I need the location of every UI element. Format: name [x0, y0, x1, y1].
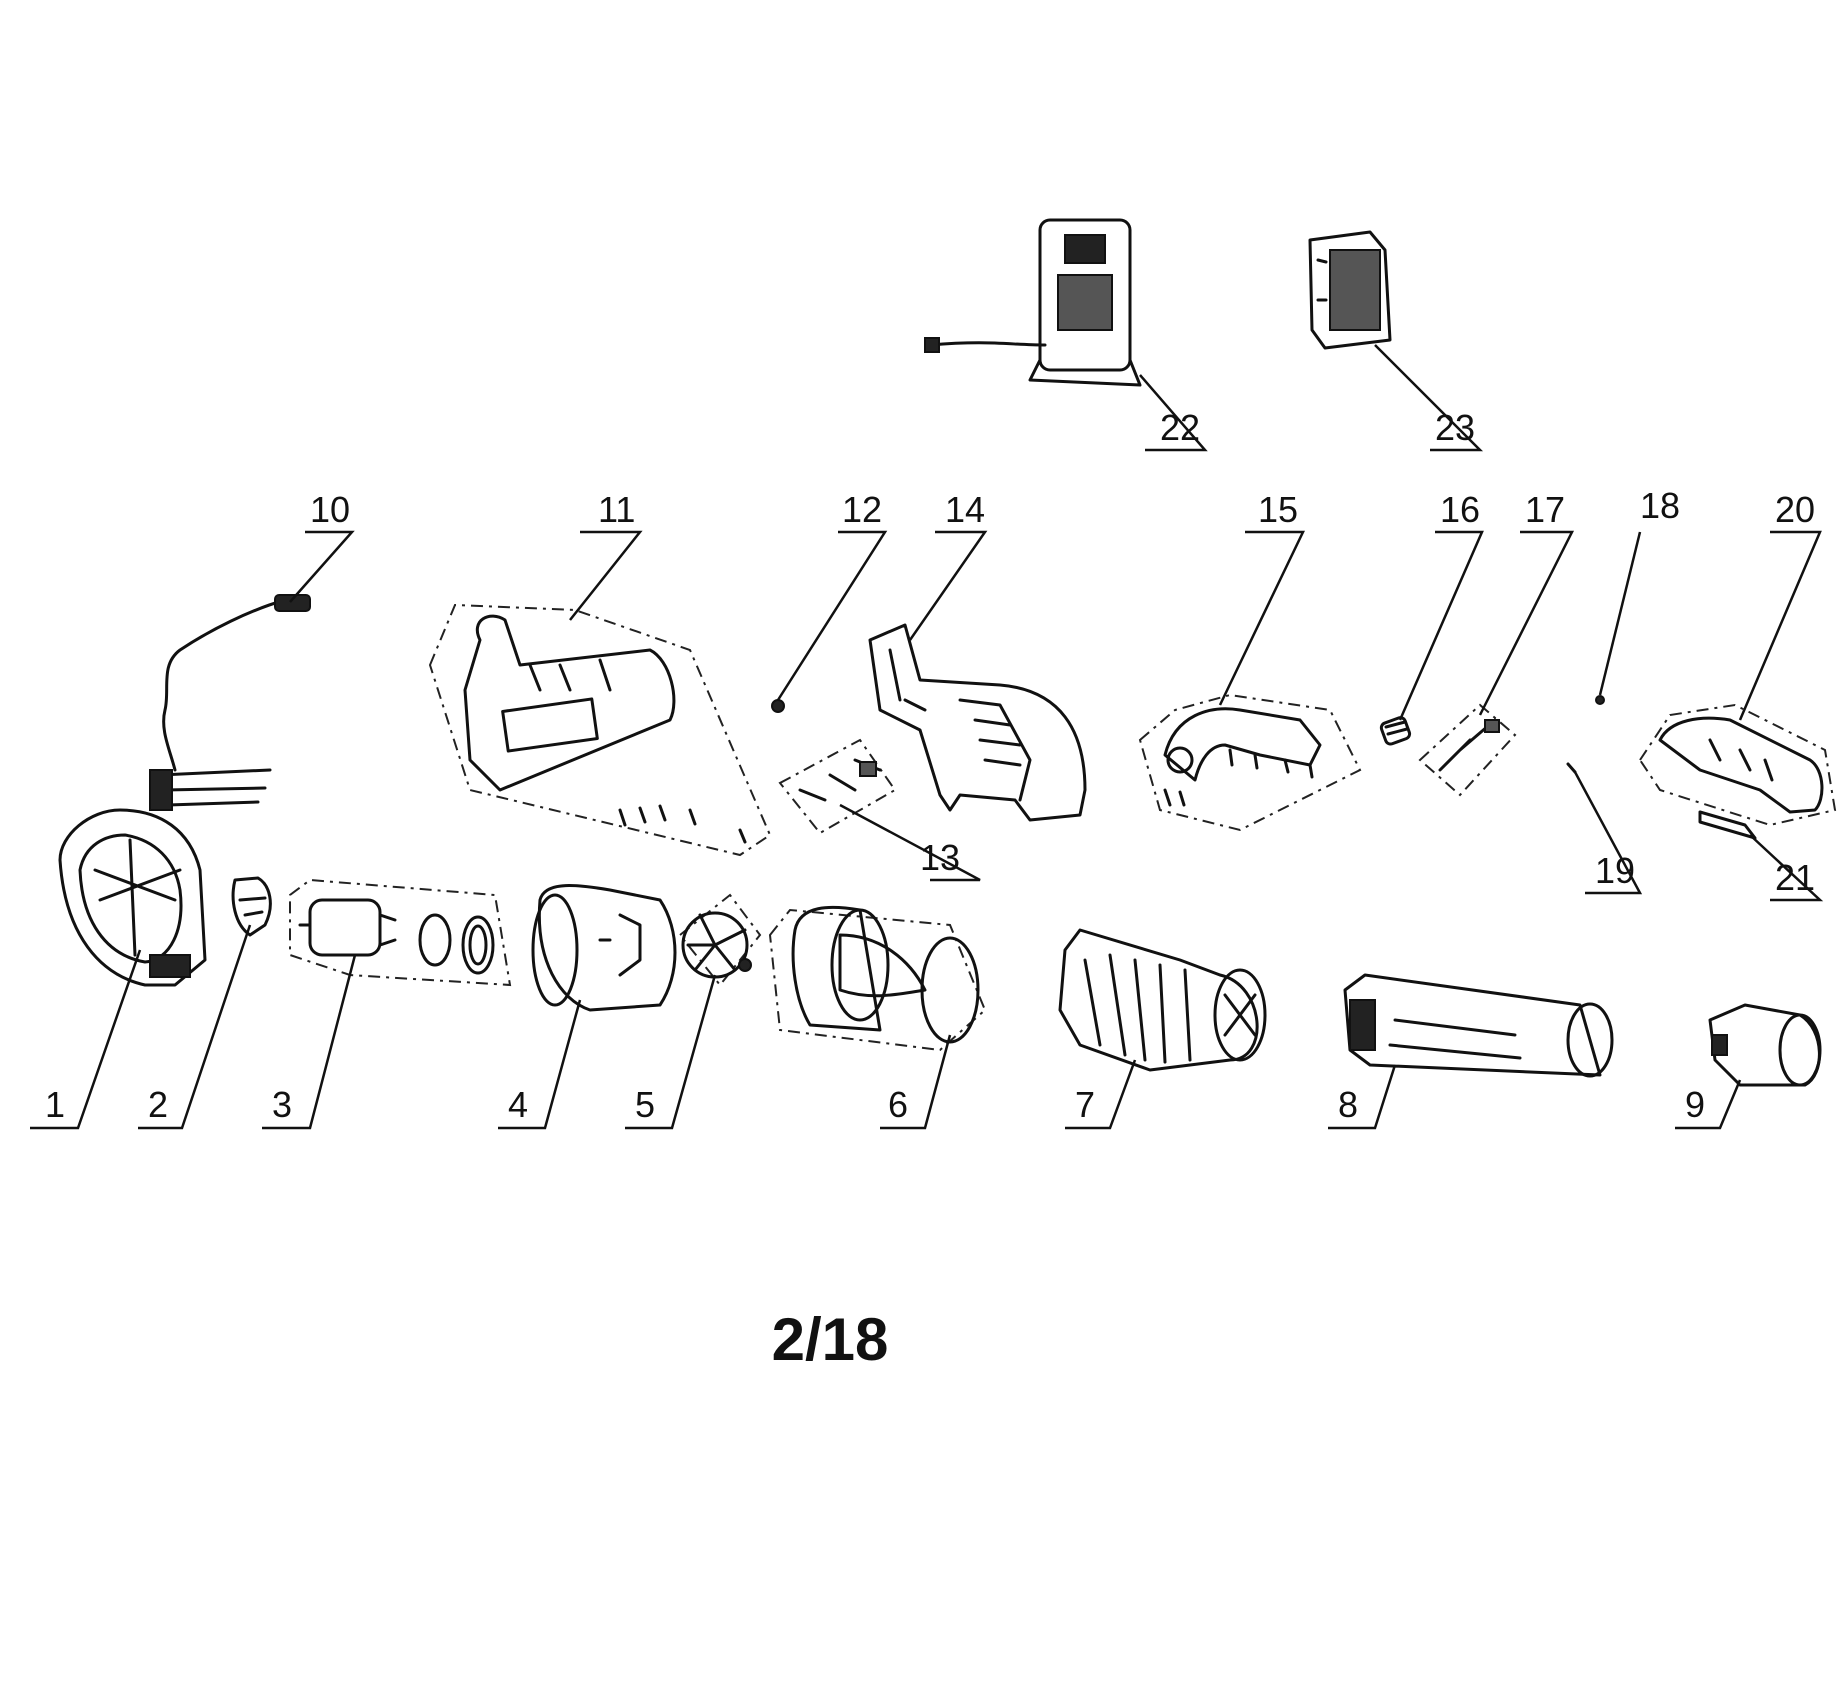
callout-5: 5 — [635, 1084, 655, 1125]
callout-14: 14 — [945, 489, 985, 530]
part-10-wire-harness — [149, 594, 311, 811]
part-7-nozzle — [1058, 928, 1267, 1072]
part-14-housing-half — [868, 623, 1087, 822]
part-2-motor-cap — [231, 876, 272, 937]
callout-numbers: 1 2 3 4 5 6 7 8 9 10 11 12 13 14 15 16 1… — [45, 407, 1815, 1125]
callout-19: 19 — [1595, 850, 1635, 891]
callout-16: 16 — [1440, 489, 1480, 530]
part-1-rear-grille — [58, 808, 207, 987]
callout-8: 8 — [1338, 1084, 1358, 1125]
callout-4: 4 — [508, 1084, 528, 1125]
part-16-spring — [1379, 716, 1412, 746]
callout-21: 21 — [1775, 857, 1815, 898]
part-4-fan-housing — [531, 884, 677, 1012]
callout-17: 17 — [1525, 489, 1565, 530]
callout-11: 11 — [598, 489, 635, 530]
part-21-lever — [1698, 810, 1757, 840]
part-22-charger — [924, 218, 1142, 387]
part-5-fan — [678, 893, 762, 987]
part-8-tube — [1343, 973, 1614, 1078]
callout-20: 20 — [1775, 489, 1815, 530]
callout-9: 9 — [1685, 1084, 1705, 1125]
part-3-motor-assembly — [289, 878, 512, 987]
part-20-handle-bottom — [1638, 703, 1837, 827]
part-12-screw — [771, 699, 785, 713]
part-6-impeller-housing — [768, 905, 987, 1052]
callout-1: 1 — [45, 1084, 65, 1125]
part-23-battery — [1308, 230, 1392, 350]
leader-lines — [30, 344, 1824, 1130]
callout-23: 23 — [1435, 407, 1475, 448]
callout-10: 10 — [310, 489, 350, 530]
callout-13: 13 — [920, 837, 960, 878]
part-11-housing-half — [428, 603, 772, 857]
callout-18: 18 — [1640, 485, 1680, 526]
page-number: 2/18 — [771, 1306, 889, 1373]
callout-3: 3 — [272, 1084, 292, 1125]
callout-2: 2 — [148, 1084, 168, 1125]
callout-22: 22 — [1160, 407, 1200, 448]
callout-6: 6 — [888, 1084, 908, 1125]
part-13-switch-kit — [778, 738, 897, 835]
part-19-small-part — [1566, 762, 1577, 774]
part-9-end-nozzle — [1708, 1003, 1822, 1087]
callout-7: 7 — [1075, 1084, 1095, 1125]
part-15-handle-top — [1138, 693, 1362, 832]
part-18-small-part — [1595, 695, 1605, 705]
callout-15: 15 — [1258, 489, 1298, 530]
callout-12: 12 — [842, 489, 882, 530]
part-17-trigger-set — [1418, 703, 1517, 797]
